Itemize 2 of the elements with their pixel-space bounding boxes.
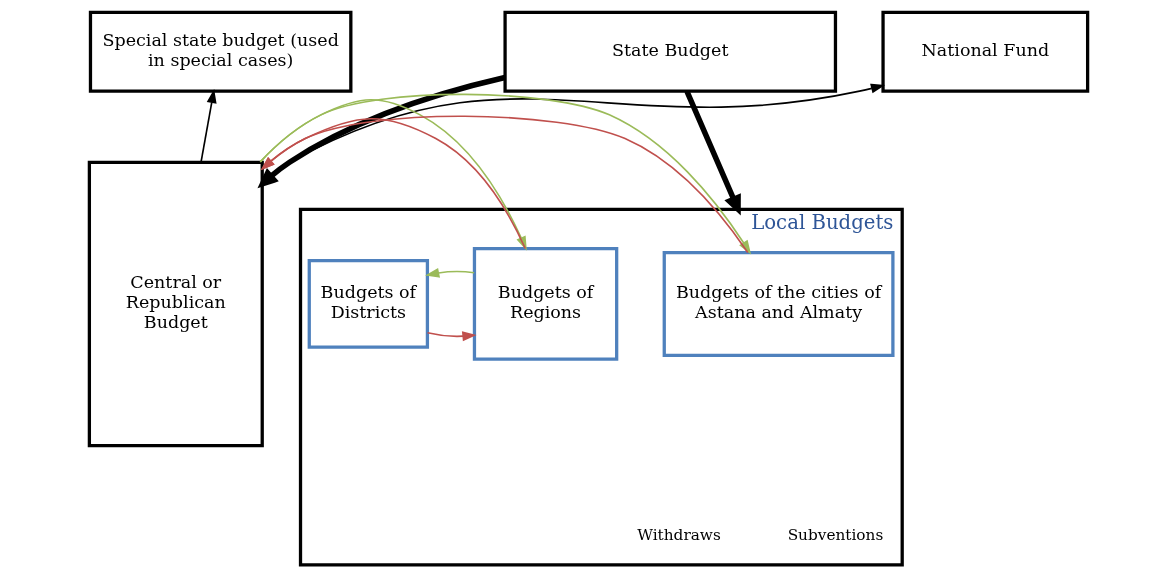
legend-label: Subventions xyxy=(787,526,883,545)
legend-label: Withdraws xyxy=(636,526,721,545)
